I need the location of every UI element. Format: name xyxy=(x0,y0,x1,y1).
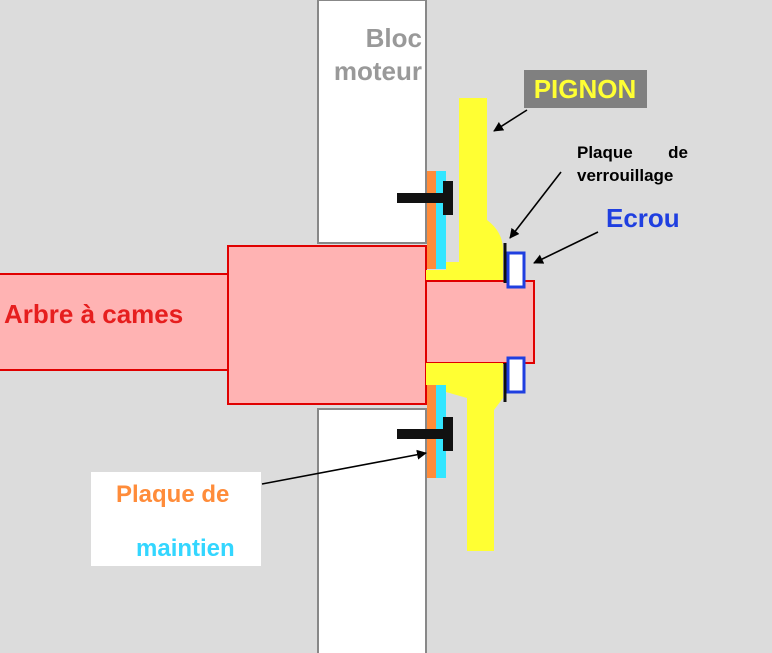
maintien-arrow xyxy=(261,449,427,485)
ecrou-arrow xyxy=(533,231,599,264)
engine-block xyxy=(317,0,427,653)
pignon-label-bg xyxy=(524,70,647,108)
bolt-top xyxy=(397,181,453,215)
plaque-maintien-label-line2: maintien xyxy=(136,535,235,562)
arbre-a-cames-label: Arbre à cames xyxy=(4,299,183,329)
bolt-bottom xyxy=(397,417,453,451)
bloc-moteur-label-line2: moteur xyxy=(334,56,422,86)
plaque-verrouillage-label-word1: Plaque xyxy=(577,143,633,162)
plaque-verrouillage-label-line2: verrouillage xyxy=(577,166,673,185)
sprocket xyxy=(426,98,503,551)
retaining-plate xyxy=(427,171,446,478)
ecrou-label: Ecrou xyxy=(606,203,680,233)
plaque-maintien-label-bg xyxy=(91,472,261,566)
bloc-moteur-label-line1: Bloc xyxy=(366,23,422,53)
pignon-label: PIGNON xyxy=(534,74,637,104)
plaque-verrouillage-label-word2: de xyxy=(668,143,688,162)
plaque-maintien-label-line1: Plaque de xyxy=(116,481,229,508)
pignon-arrow xyxy=(493,109,528,132)
camshaft xyxy=(0,245,535,405)
verrouillage-arrow xyxy=(509,171,562,239)
nut xyxy=(506,251,526,394)
